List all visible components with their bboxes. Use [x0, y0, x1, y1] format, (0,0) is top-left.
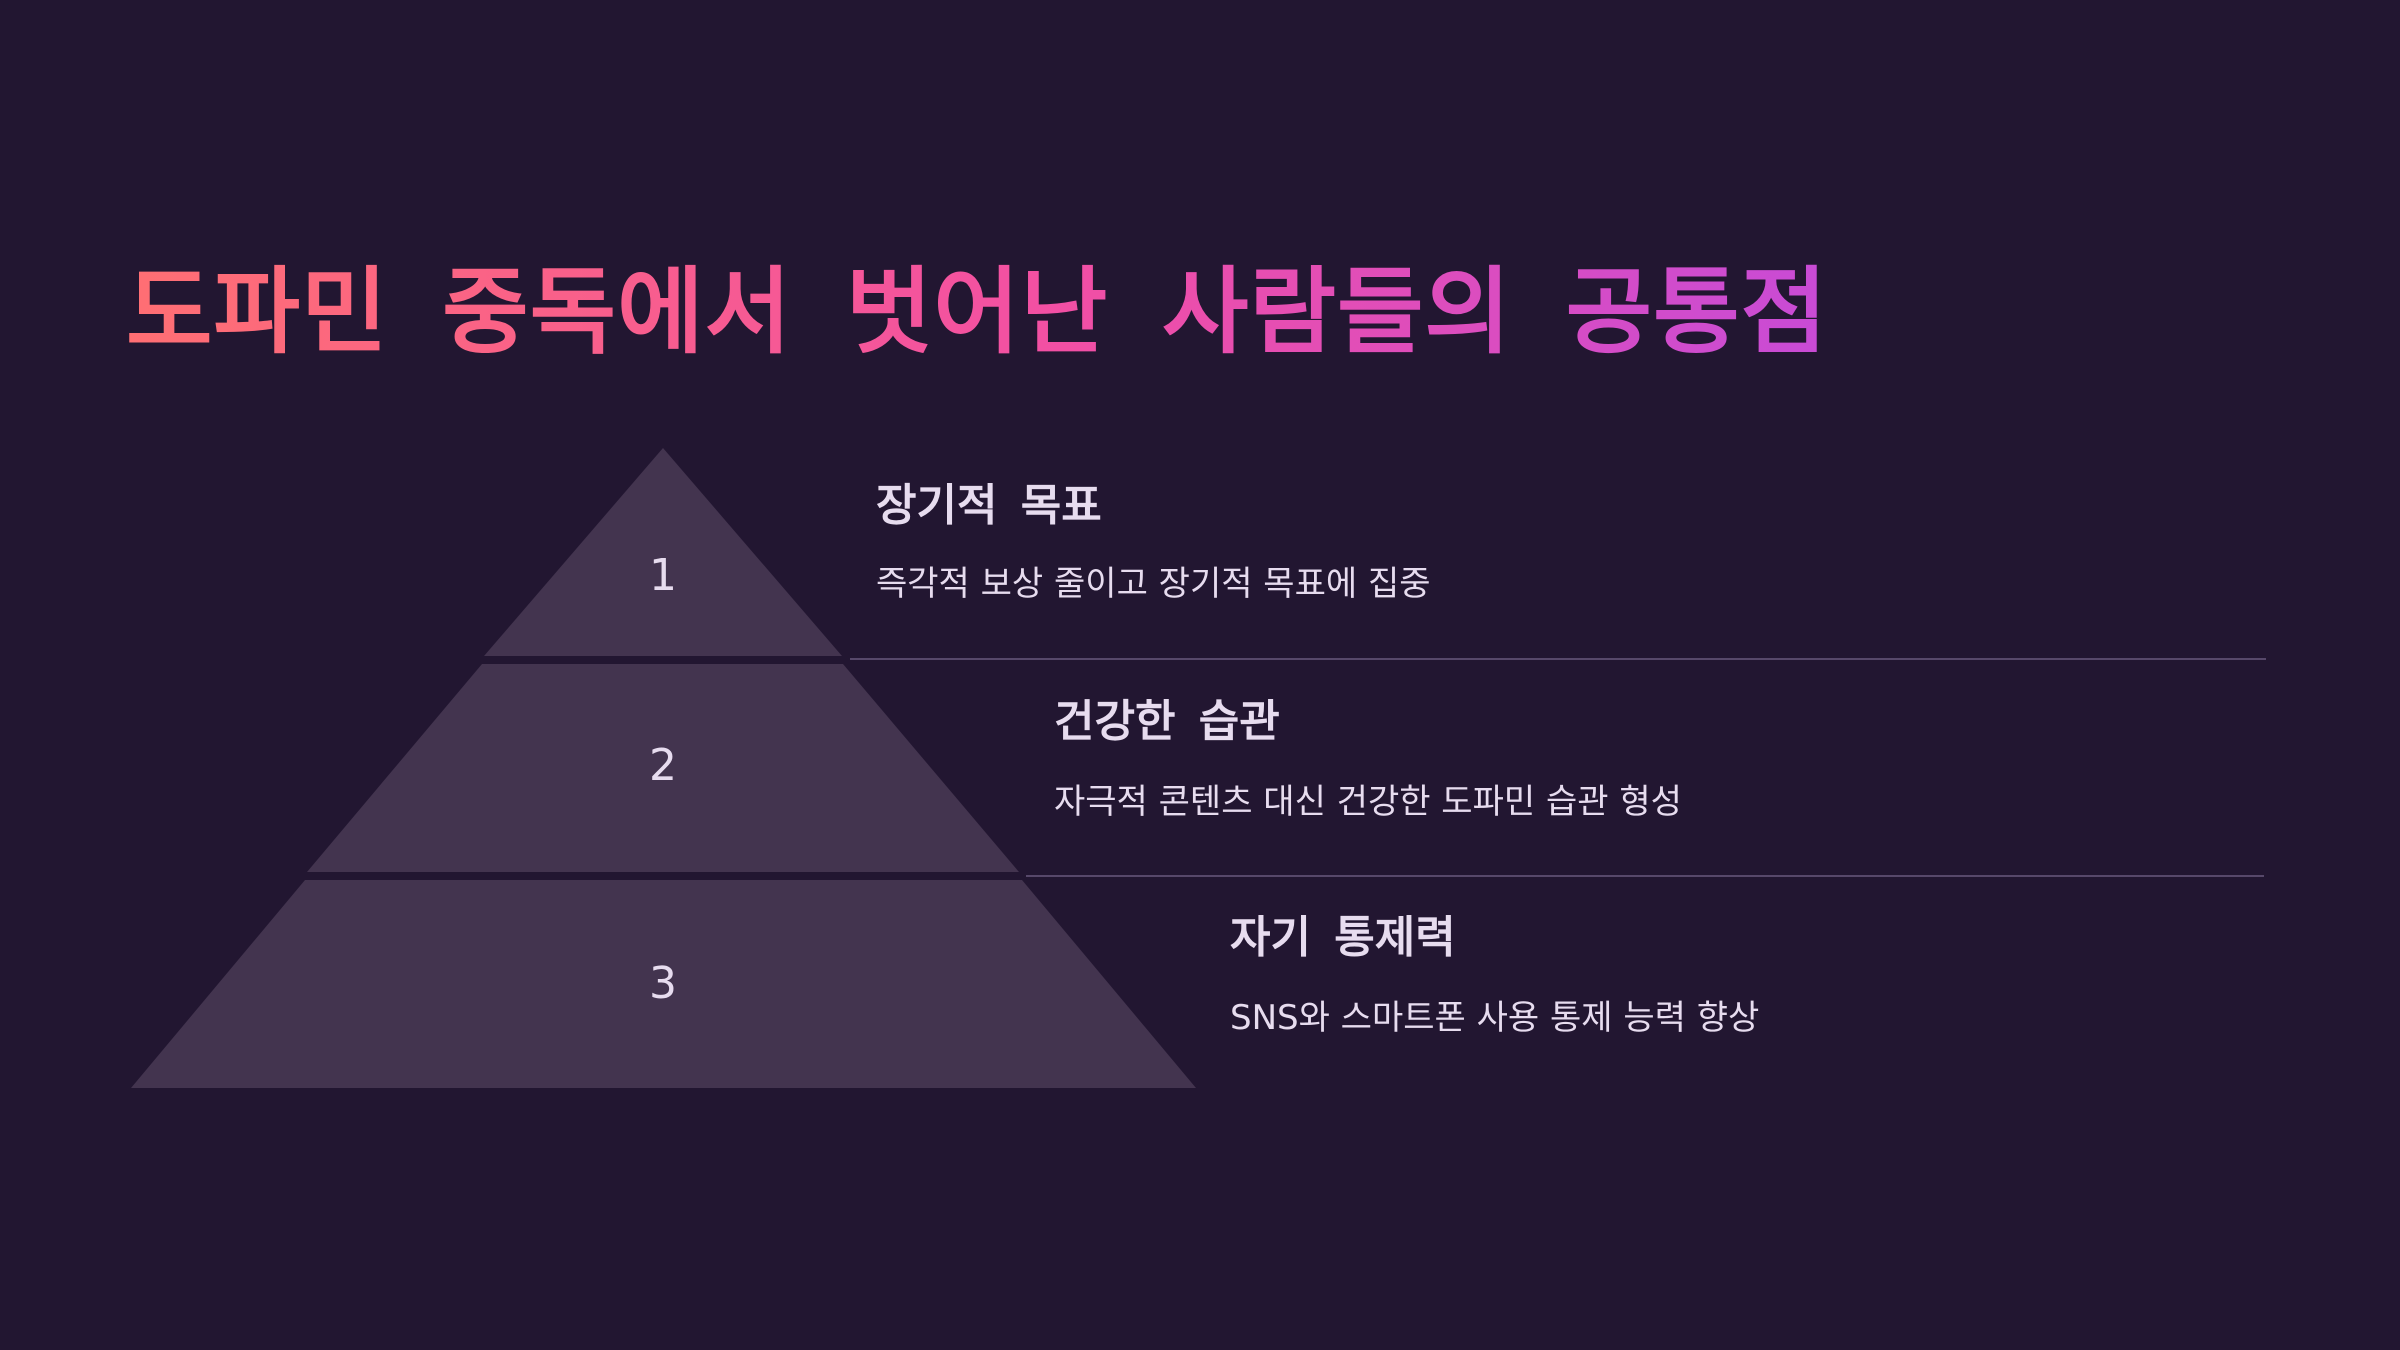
tier-1-divider: [850, 658, 2266, 660]
slide-title: 도파민 중독에서 벗어난 사람들의 공통점: [126, 248, 1828, 378]
pyramid-tier-3: [131, 880, 1196, 1088]
tier-2-description: 자극적 콘텐츠 대신 건강한 도파민 습관 형성: [1054, 782, 1682, 822]
tier-2-heading: 건강한 습관: [1054, 696, 1280, 747]
tier-1-heading: 장기적 목표: [876, 480, 1102, 531]
pyramid-tier-2: [307, 664, 1019, 872]
tier-3-description: SNS와 스마트폰 사용 통제 능력 향상: [1230, 998, 1760, 1038]
tier-2-divider: [1026, 875, 2264, 877]
tier-1-description: 즉각적 보상 줄이고 장기적 목표에 집중: [876, 564, 1431, 604]
tier-3-number: 3: [649, 958, 677, 1009]
tier-3-heading: 자기 통제력: [1230, 912, 1456, 963]
pyramid-tier-1: [484, 448, 842, 656]
tier-1-number: 1: [649, 550, 677, 601]
tier-2-number: 2: [649, 740, 677, 791]
